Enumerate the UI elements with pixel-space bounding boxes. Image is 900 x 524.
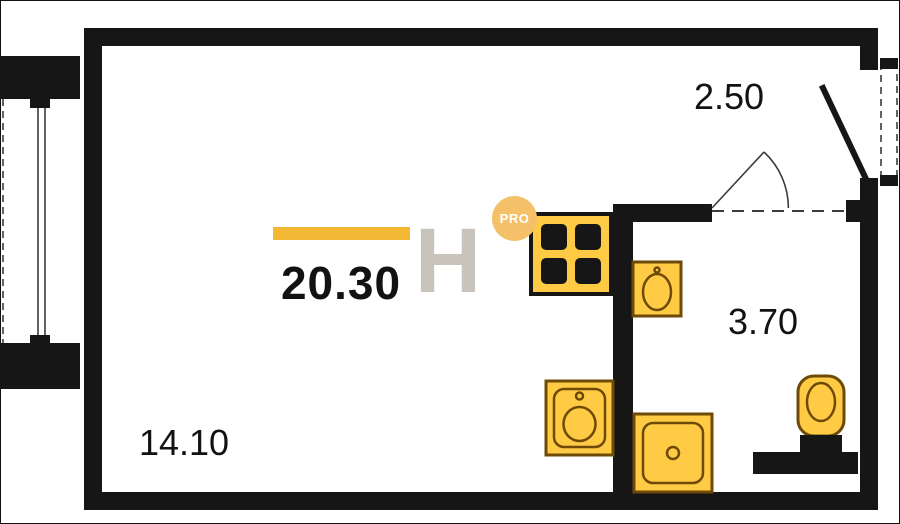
- window-cap-top: [30, 96, 50, 108]
- shower-inner: [641, 421, 705, 485]
- shower-tray: [632, 412, 714, 494]
- left-pier-top: [0, 56, 80, 99]
- door-swing-arc: [763, 151, 790, 209]
- kitchen-sink-icon: [544, 379, 615, 457]
- kitchen-sink-basin: [552, 387, 607, 449]
- window-right: [819, 58, 898, 186]
- stove-icon: [529, 212, 613, 296]
- toilet-bowl: [796, 374, 846, 438]
- kitchen-sink-tap: [574, 391, 585, 401]
- burner: [541, 224, 567, 250]
- bathroom-wall-left: [613, 204, 633, 510]
- toilet-tank: [800, 435, 842, 452]
- walls: [0, 28, 878, 510]
- window-left: [2, 96, 50, 347]
- toilet-seat: [805, 381, 837, 423]
- bathroom-area-label: 3.70: [727, 301, 799, 342]
- balcony-doorway-stub: [846, 200, 878, 222]
- wall-left: [84, 28, 102, 510]
- burner: [541, 258, 567, 284]
- left-pier-bottom: [0, 343, 80, 389]
- balcony-doorway: [711, 151, 846, 212]
- balcony-area-label: 2.50: [693, 76, 765, 117]
- pro-badge: PRO: [492, 196, 537, 241]
- shower-icon: [632, 412, 714, 494]
- bathroom-wall-top: [613, 204, 712, 222]
- burner: [575, 258, 601, 284]
- door-leaf: [711, 151, 765, 209]
- bathroom-sink-body: [631, 260, 683, 318]
- window-cap-bottom: [30, 335, 50, 347]
- window-jamb-bottom: [880, 175, 898, 186]
- developer-logo: H: [414, 210, 482, 313]
- burner: [575, 224, 601, 250]
- entrance-niche-wall: [753, 452, 858, 474]
- total-area-accent-bar: [273, 227, 410, 240]
- bathroom-sink-icon: [631, 260, 683, 318]
- bathroom-sink-bowl: [641, 272, 673, 312]
- wall-right: [860, 178, 878, 510]
- wall-right-upper-stub: [860, 46, 878, 70]
- toilet-icon: [796, 374, 846, 452]
- window-closed-projection: [880, 65, 898, 179]
- living-area-label: 14.10: [138, 422, 230, 463]
- total-area-label: 20.30: [280, 257, 402, 309]
- wall-bottom: [84, 492, 878, 510]
- window-jamb-top: [880, 58, 898, 69]
- wall-top: [84, 28, 878, 46]
- bathroom-sink-tap: [653, 266, 661, 274]
- shower-drain: [665, 445, 681, 461]
- kitchen-sink-bowl: [562, 405, 597, 443]
- open-window-leaf: [819, 84, 870, 183]
